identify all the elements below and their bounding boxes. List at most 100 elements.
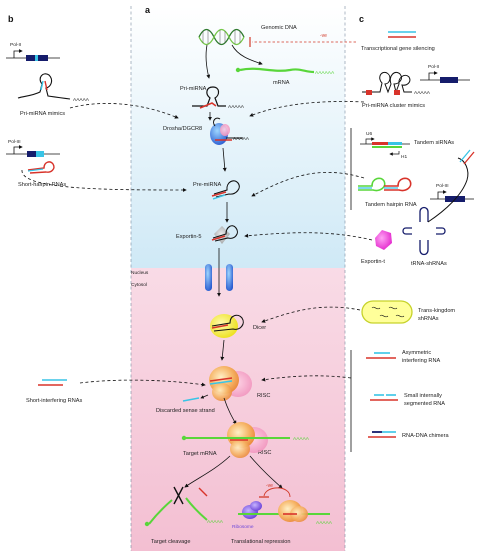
panel-label-a: a (145, 5, 151, 15)
panel-label-c: c (359, 14, 364, 24)
panel-label-b: b (8, 14, 14, 24)
cluster-to-drosha-arrow (249, 101, 365, 117)
target-mrna-label: Target mRNA (183, 451, 217, 457)
ribosome-label: Ribosome (232, 524, 254, 530)
polii-b-label: Pol-II (10, 42, 21, 48)
tandem-to-premirna-arrow (251, 172, 365, 197)
mrna-polya: AAAAAA (315, 70, 335, 76)
sirna-duplex (38, 379, 67, 386)
pri-mirna-mimic-construct: Pol-II (6, 42, 60, 61)
discard-arrow (200, 394, 209, 399)
shrna-hairpin (27, 161, 55, 174)
cluster-polya: AAAAA (414, 90, 431, 96)
pri-mirna-mimic-rna (17, 73, 71, 100)
genomic-dna-label: Genomic DNA (261, 25, 297, 31)
pri-mirna-mimics-label: Pri-miRNA mimics (20, 111, 65, 117)
nuclear-pore (205, 264, 233, 291)
trans-kingdom-bacterium (361, 300, 413, 324)
rna-dna-chimera (368, 431, 396, 438)
mimic-to-drosha-arrow (69, 103, 179, 119)
trna-shrna-label: tRNA-shRNAs (411, 261, 447, 267)
asym-label-2: interfering RNA (402, 358, 441, 364)
poliii-c-label: Pol-III (436, 183, 449, 189)
risc2-label: RISC (258, 450, 271, 456)
small-seg-label-2: segmented RNA (404, 401, 445, 407)
ve-label-bottom: -ve (266, 483, 273, 489)
target-polya: AAAAA (293, 436, 310, 442)
translational-repression-graphic (238, 487, 330, 522)
pre-mirna-label: Pre-miRNA (193, 182, 222, 188)
transcription-arrow-pri (205, 44, 211, 79)
arrow-to-pre-mirna (222, 147, 227, 172)
tandem-hairpin-label: Tandem hairpin RNA (365, 202, 417, 208)
cluster-mimics-label: Pri-miRNA cluster mimics (362, 103, 425, 109)
sirna-label: Short-interfering RNAs (26, 398, 82, 404)
u6-label: U6 (366, 131, 372, 137)
polii-c-label: Pol-II (428, 64, 439, 70)
tandem-hairpin-rna (358, 177, 412, 192)
ve-label-top: -ve (320, 33, 327, 39)
asym-label-1: Asymmetric (402, 350, 431, 356)
h1-label: H1 (401, 154, 407, 160)
shrna-construct: Pol-III (6, 139, 60, 157)
dicer-label: Dicer (253, 325, 266, 331)
discarded-label: Discarded sense strand (156, 408, 215, 414)
mrna-strand (235, 67, 315, 74)
tandem-sirnas-label-1: Tandem siRNAs (414, 140, 454, 146)
exportin-t-shape (375, 230, 392, 250)
poliii-b-label: Pol-III (8, 139, 21, 145)
tandem-sirna-construct: U6 H1 (360, 131, 410, 160)
tgs-duplex (388, 31, 416, 38)
b-polya: AAAAA (73, 97, 90, 103)
shrna-to-premirna-arrow (21, 169, 187, 192)
asymmetric-irna (366, 352, 396, 359)
modified-sirna-arrow (261, 375, 352, 382)
target-cleavage-graphic (144, 486, 208, 527)
trna-shrna-structure (402, 149, 475, 256)
drosha-label: Drosha/DGCR8 (163, 126, 202, 132)
arrow-to-repression (249, 455, 283, 489)
sisirna (370, 394, 398, 401)
risc1-label: RISC (257, 393, 270, 399)
cleavage-polya: AAAAA (207, 519, 224, 525)
trna-polIII-construct: Pol-III (430, 183, 474, 202)
target-cleavage-label: Target cleavage (151, 539, 191, 545)
translational-repression-label: Translational repression (231, 539, 291, 545)
drosha-complex (210, 117, 243, 145)
trans-kingdom-label-1: Trans-kingdom (418, 308, 455, 314)
drosha-polya: AAAAA (233, 136, 250, 142)
repression-polya: AAAAA (316, 520, 333, 526)
trans-kingdom-arrow (261, 306, 361, 323)
small-seg-label-1: Small internally (404, 393, 442, 399)
pri-mirna-structure (192, 86, 226, 109)
trans-kingdom-label-2: shRNAs (418, 316, 439, 322)
nucleus-label: Nucleus (131, 270, 149, 276)
tgs-label: Transcriptional gene silencing (361, 46, 435, 52)
pre-mirna-hairpin (211, 180, 240, 200)
exportin-t-arrow (244, 232, 373, 241)
genomic-dna-helix (198, 28, 245, 46)
pri-mirna-label: Pri-miRNA (180, 86, 207, 92)
arrow-to-cleavage (184, 455, 231, 488)
shrna-label: Short-hairpin RNAs (18, 182, 66, 188)
transcription-arrow-mrna (231, 44, 263, 65)
pri-mirna-polya: AAAAA (228, 104, 245, 110)
cluster-mimic-rna (362, 71, 412, 95)
exportin-t-label: Exportin-t (361, 259, 385, 265)
mrna-label: mRNA (273, 80, 290, 86)
sirna-to-risc-arrow (79, 379, 206, 387)
cluster-polii-construct: Pol-II (420, 64, 470, 83)
exportin5-label: Exportin-5 (176, 234, 202, 240)
arrow-to-risc1 (220, 339, 225, 361)
rna-dna-label: RNA-DNA chimera (402, 433, 450, 439)
exportin5-complex (211, 225, 238, 244)
risc2-complex (181, 422, 290, 458)
discarded-strand (182, 397, 200, 402)
cytosol-label: Cytosol (131, 282, 147, 288)
risc1-complex (209, 366, 252, 401)
nucleus-region (131, 6, 345, 268)
dicer-complex (210, 314, 244, 338)
arrow-to-risc2 (223, 397, 237, 425)
